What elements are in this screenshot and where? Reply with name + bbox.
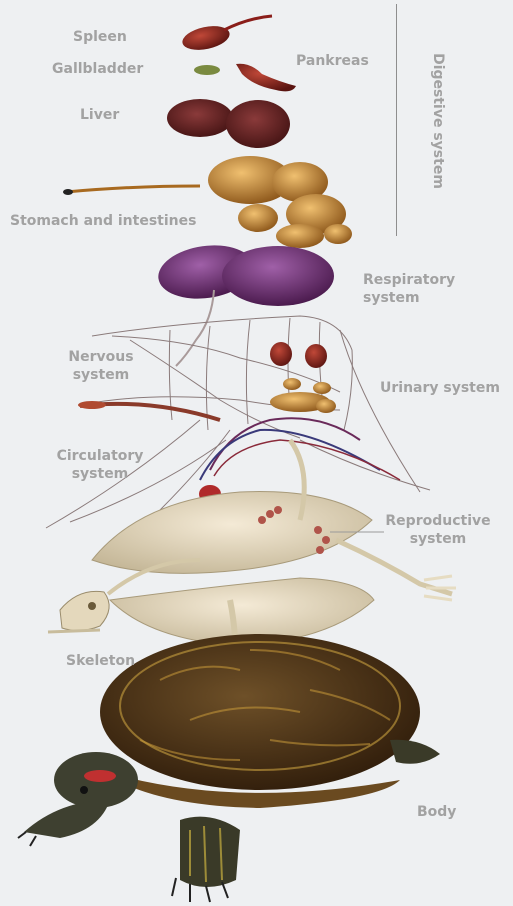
stomach-intestines-organ bbox=[63, 156, 352, 248]
nervous-system-label: Nervous system bbox=[66, 348, 136, 384]
respiratory-system-label: Respiratory system bbox=[363, 271, 513, 307]
body-label: Body bbox=[417, 803, 456, 821]
gallbladder-organ bbox=[194, 65, 220, 75]
digestive-bracket-line bbox=[396, 4, 397, 236]
digestive-system-label: Digestive system bbox=[420, 54, 456, 188]
lungs-organ bbox=[155, 240, 334, 366]
liver-label: Liver bbox=[80, 106, 119, 124]
spleen-label: Spleen bbox=[73, 28, 127, 46]
gallbladder-label: Gallbladder bbox=[52, 60, 143, 78]
pankreas-label: Pankreas bbox=[296, 52, 369, 70]
skeleton-label: Skeleton bbox=[66, 652, 135, 670]
liver-organ bbox=[167, 99, 290, 148]
reproductive-system-label: Reproductive system bbox=[384, 512, 492, 548]
urinary-system-organ bbox=[270, 342, 336, 413]
urinary-system-label: Urinary system bbox=[380, 379, 500, 397]
pancreas-organ bbox=[236, 64, 296, 92]
turtle-body bbox=[18, 634, 440, 902]
spleen-organ bbox=[180, 16, 272, 54]
digestive-system-text: Digestive system bbox=[430, 53, 446, 189]
circulatory-system-label: Circulatory system bbox=[54, 447, 146, 483]
stomach-intestines-label: Stomach and intestines bbox=[10, 212, 196, 230]
